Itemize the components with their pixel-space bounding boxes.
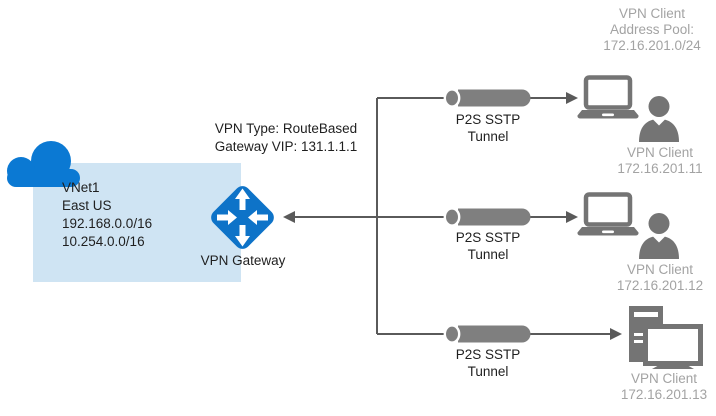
client-2-title: VPN Client — [626, 262, 694, 277]
pool-line-1: VPN Client — [618, 6, 686, 21]
gateway-info: VPN Type: RouteBased Gateway VIP: 131.1.… — [190, 120, 382, 156]
user-icon — [639, 96, 679, 142]
arrowhead-gateway — [283, 211, 295, 223]
tunnel-label-2: P2S SSTP Tunnel — [442, 229, 534, 263]
laptop-icon — [577, 192, 639, 236]
tunnel-label-1: P2S SSTP Tunnel — [442, 111, 534, 145]
arrowhead-client-2 — [566, 211, 578, 223]
vpn-gateway-icon — [211, 186, 274, 249]
client-label-1: VPN Client 172.16.201.11 — [595, 145, 716, 176]
vnet-prefix-2: 10.254.0.0/16 — [62, 234, 145, 249]
gateway-label: VPN Gateway — [200, 253, 286, 268]
gateway-arrow-right-inward — [248, 210, 268, 225]
tunnel-icon-1 — [443, 88, 531, 108]
tunnel-1-line-2: Tunnel — [467, 129, 509, 144]
laptop-icon — [577, 75, 639, 119]
client-2-ip: 172.16.201.12 — [616, 277, 704, 293]
tunnel-2-line-1: P2S SSTP — [455, 230, 521, 245]
tunnel-icon-3 — [443, 324, 531, 344]
tunnel-3-line-2: Tunnel — [467, 364, 509, 379]
gateway-vip-line: Gateway VIP: 131.1.1.1 — [214, 139, 358, 154]
vnet-region: East US — [62, 198, 112, 213]
client-label-3: VPN Client 172.16.201.13 — [599, 371, 716, 402]
tunnel-icon-2 — [443, 207, 531, 227]
cloud-icon — [7, 141, 80, 187]
client-1-ip: 172.16.201.11 — [617, 160, 703, 176]
vnet-label: VNet1 East US 192.168.0.0/16 10.254.0.0/… — [62, 179, 152, 251]
arrowhead-client-3 — [610, 328, 622, 340]
tunnel-1-line-1: P2S SSTP — [455, 112, 521, 127]
client-label-2: VPN Client 172.16.201.12 — [595, 262, 716, 293]
arrowhead-client-1 — [566, 92, 578, 104]
desktop-pc-icon — [629, 306, 703, 369]
pool-line-2: Address Pool: — [609, 22, 695, 37]
user-icon — [639, 213, 679, 259]
client-3-title: VPN Client — [630, 371, 698, 386]
pool-line-3: 172.16.201.0/24 — [603, 38, 701, 53]
vnet-name: VNet1 — [62, 180, 100, 195]
tunnel-2-line-2: Tunnel — [467, 247, 509, 262]
tunnel-label-3: P2S SSTP Tunnel — [442, 346, 534, 380]
gateway-arrow-left-inward — [217, 210, 237, 225]
client-1-title: VPN Client — [626, 145, 694, 160]
gateway-arrow-up — [235, 188, 250, 210]
client-3-ip: 172.16.201.13 — [620, 386, 708, 402]
gateway-arrow-down — [235, 225, 250, 247]
tunnel-3-line-1: P2S SSTP — [455, 347, 521, 362]
vnet-prefix-1: 192.168.0.0/16 — [62, 216, 153, 231]
gateway-type-line: VPN Type: RouteBased — [214, 121, 358, 136]
vpn-client-address-pool-label: VPN Client Address Pool: 172.16.201.0/24 — [586, 6, 716, 54]
